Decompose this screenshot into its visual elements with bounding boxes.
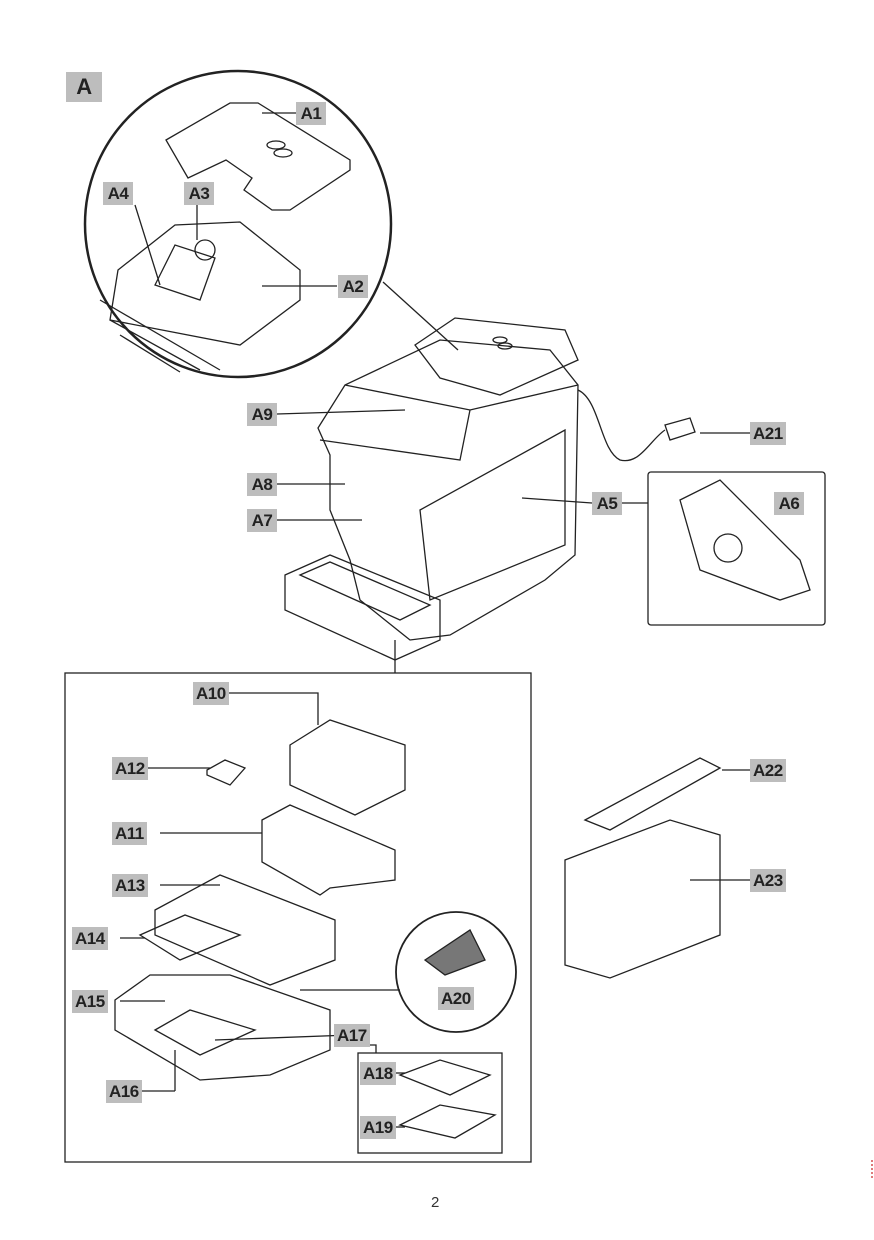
label-a8: A8 bbox=[247, 473, 277, 496]
label-a2: A2 bbox=[338, 275, 368, 298]
detail-box-a6 bbox=[647, 471, 826, 626]
section-label: A bbox=[66, 72, 102, 102]
label-a3: A3 bbox=[184, 182, 214, 205]
detail-box-grids bbox=[357, 1052, 503, 1154]
label-a18: A18 bbox=[360, 1062, 396, 1085]
label-a14: A14 bbox=[72, 927, 108, 950]
label-a1: A1 bbox=[296, 102, 326, 125]
coffee-machine bbox=[317, 339, 579, 641]
power-plug bbox=[664, 417, 696, 441]
label-a7: A7 bbox=[247, 509, 277, 532]
label-a17: A17 bbox=[334, 1024, 370, 1047]
label-a6: A6 bbox=[774, 492, 804, 515]
bean-lid bbox=[165, 102, 351, 211]
bean-container bbox=[109, 221, 301, 346]
label-a20: A20 bbox=[438, 987, 474, 1010]
label-a11: A11 bbox=[112, 822, 147, 845]
detail-circle-a20 bbox=[395, 911, 517, 1033]
label-a12: A12 bbox=[112, 757, 148, 780]
label-a16: A16 bbox=[106, 1080, 142, 1103]
drip-tray-parts-box bbox=[64, 672, 532, 1163]
label-a10: A10 bbox=[193, 682, 229, 705]
page-number: 2 bbox=[431, 1194, 440, 1211]
label-a19: A19 bbox=[360, 1116, 396, 1139]
label-a21: A21 bbox=[750, 422, 786, 445]
water-tank bbox=[564, 819, 721, 979]
label-a23: A23 bbox=[750, 869, 786, 892]
label-a5: A5 bbox=[592, 492, 622, 515]
label-a15: A15 bbox=[72, 990, 108, 1013]
label-a4: A4 bbox=[103, 182, 133, 205]
label-a22: A22 bbox=[750, 759, 786, 782]
label-a13: A13 bbox=[112, 874, 148, 897]
grounds-container bbox=[289, 719, 406, 816]
detail-circle-top bbox=[83, 69, 393, 379]
label-a9: A9 bbox=[247, 403, 277, 426]
